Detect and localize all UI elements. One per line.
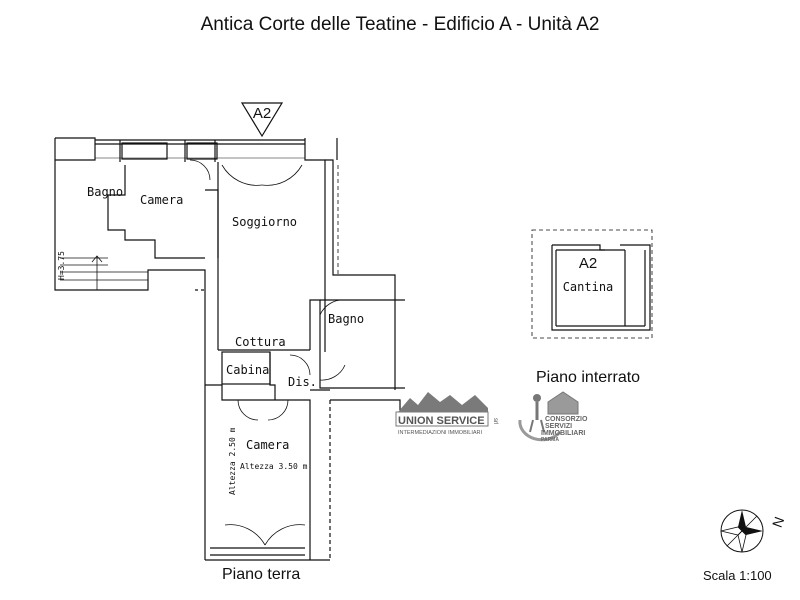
scale-label: Scala 1:100 <box>703 568 772 583</box>
room-label-bagno-right: Bagno <box>328 312 364 326</box>
floor-label-basement: Piano interrato <box>536 369 640 386</box>
consorzio-line2: SERVIZI <box>545 423 572 430</box>
cantina-walls <box>531 229 653 339</box>
consorzio-logo: CONSORZIO SERVIZI IMMOBILIARI PARMA <box>518 391 588 443</box>
stair-height-label: H=3.75 <box>57 251 66 280</box>
plan-title: Antica Corte delle Teatine - Edificio A … <box>200 14 600 35</box>
room-label-cantina: Cantina <box>563 280 614 294</box>
room-label-soggiorno: Soggiorno <box>232 215 297 229</box>
section-marker-label: A2 <box>253 105 271 122</box>
consorzio-line4: PARMA <box>541 437 559 443</box>
walls <box>54 137 405 561</box>
consorzio-line3: IMMOBILIARI <box>541 430 585 437</box>
consorzio-line1: CONSORZIO <box>545 416 588 423</box>
union-service-subtitle: INTERMEDIAZIONI IMMOBILIARI <box>398 430 483 436</box>
north-compass-icon <box>720 509 764 553</box>
room-label-cabina: Cabina <box>226 363 269 377</box>
room-label-dis: Dis. <box>288 375 317 389</box>
room-label-cottura: Cottura <box>235 335 286 349</box>
cantina-code: A2 <box>579 255 597 272</box>
room-label-camera-bottom: Camera <box>246 438 289 452</box>
floor-label-ground: Piano terra <box>222 566 300 583</box>
height-label-350: Altezza 3.50 m <box>240 462 308 471</box>
section-marker-triangle <box>240 102 284 138</box>
room-label-bagno-left: Bagno <box>87 185 123 199</box>
union-service-suffix: srl <box>492 418 498 424</box>
union-service-logo: UNION SERVICE srl INTERMEDIAZIONI IMMOBI… <box>395 392 498 436</box>
union-service-name: UNION SERVICE <box>398 415 485 427</box>
height-label-250: Altezza 2.50 m <box>228 427 237 495</box>
north-letter: N <box>769 515 787 530</box>
room-label-camera-top: Camera <box>140 193 183 207</box>
